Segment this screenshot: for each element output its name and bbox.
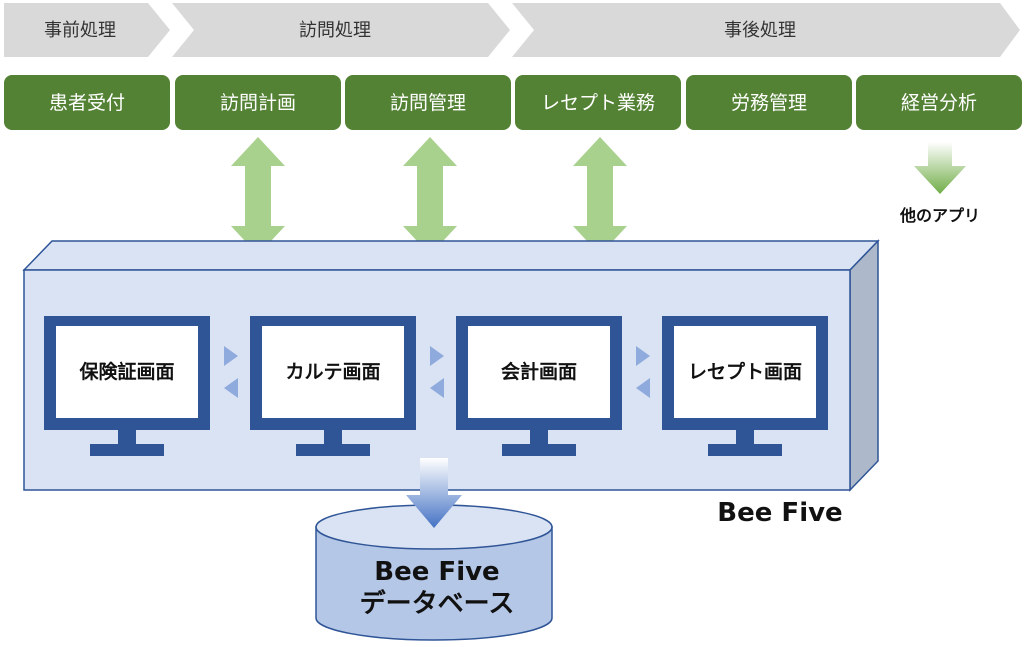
triangle-left-icon — [224, 378, 238, 398]
module-visit-management: 訪問管理 — [345, 75, 511, 130]
module-receipt-work: レセプト業務 — [515, 75, 681, 130]
triangle-left-icon — [636, 378, 650, 398]
module-label: 経営分析 — [901, 92, 977, 114]
database-cylinder: Bee Five データベース — [315, 504, 553, 641]
double-arrow-icon — [231, 137, 285, 255]
phase-label: 事前処理 — [44, 20, 116, 41]
phase-chevron-pre: 事前処理 — [4, 3, 170, 57]
monitor-receipt-screen: レセプト画面 — [662, 316, 828, 456]
module-business-analysis: 経営分析 — [856, 75, 1022, 130]
other-apps-label: 他のアプリ — [899, 206, 980, 225]
system-box-top — [22, 240, 880, 271]
module-label: 労務管理 — [731, 92, 807, 114]
down-arrow-icon — [914, 142, 966, 194]
module-label: 訪問管理 — [390, 92, 466, 114]
triangle-right-icon — [636, 346, 650, 366]
module-visit-planning: 訪問計画 — [175, 75, 341, 130]
database-label-line1: Bee Five — [374, 557, 499, 587]
module-label: 患者受付 — [49, 92, 125, 114]
monitor-row: 保険証画面 カルテ画面 会計画面 レセプト画面 — [44, 316, 828, 456]
monitor-insurance-card-screen: 保険証画面 — [44, 316, 210, 456]
phase-row: 事前処理 訪問処理 事後処理 — [4, 3, 1020, 57]
screen-link-markers — [224, 346, 650, 398]
module-label: 訪問計画 — [220, 92, 296, 114]
module-patient-reception: 患者受付 — [4, 75, 170, 130]
exchange-arrows — [231, 137, 627, 255]
down-arrow-icon — [406, 458, 462, 528]
other-apps: 他のアプリ — [899, 142, 980, 225]
screen-label: レセプト画面 — [688, 360, 802, 383]
module-label: レセプト業務 — [541, 92, 655, 114]
monitor-chart-screen: カルテ画面 — [250, 316, 416, 456]
screen-label: 保険証画面 — [78, 360, 174, 383]
system-label: Bee Five — [717, 498, 842, 528]
phase-chevron-post: 事後処理 — [512, 3, 1020, 57]
system-box-side — [849, 239, 879, 492]
double-arrow-icon — [573, 137, 627, 255]
double-arrow-icon — [403, 137, 457, 255]
phase-chevron-visit: 訪問処理 — [172, 3, 510, 57]
screen-label: 会計画面 — [501, 360, 577, 383]
phase-label: 訪問処理 — [299, 20, 371, 41]
triangle-right-icon — [224, 346, 238, 366]
triangle-left-icon — [430, 378, 444, 398]
module-row: 患者受付 訪問計画 訪問管理 レセプト業務 労務管理 経営分析 — [4, 75, 1022, 130]
monitor-accounting-screen: 会計画面 — [456, 316, 622, 456]
triangle-right-icon — [430, 346, 444, 366]
module-labor-management: 労務管理 — [686, 75, 852, 130]
screen-label: カルテ画面 — [285, 361, 380, 383]
database-label-line2: データベース — [360, 588, 515, 619]
phase-label: 事後処理 — [724, 20, 796, 41]
